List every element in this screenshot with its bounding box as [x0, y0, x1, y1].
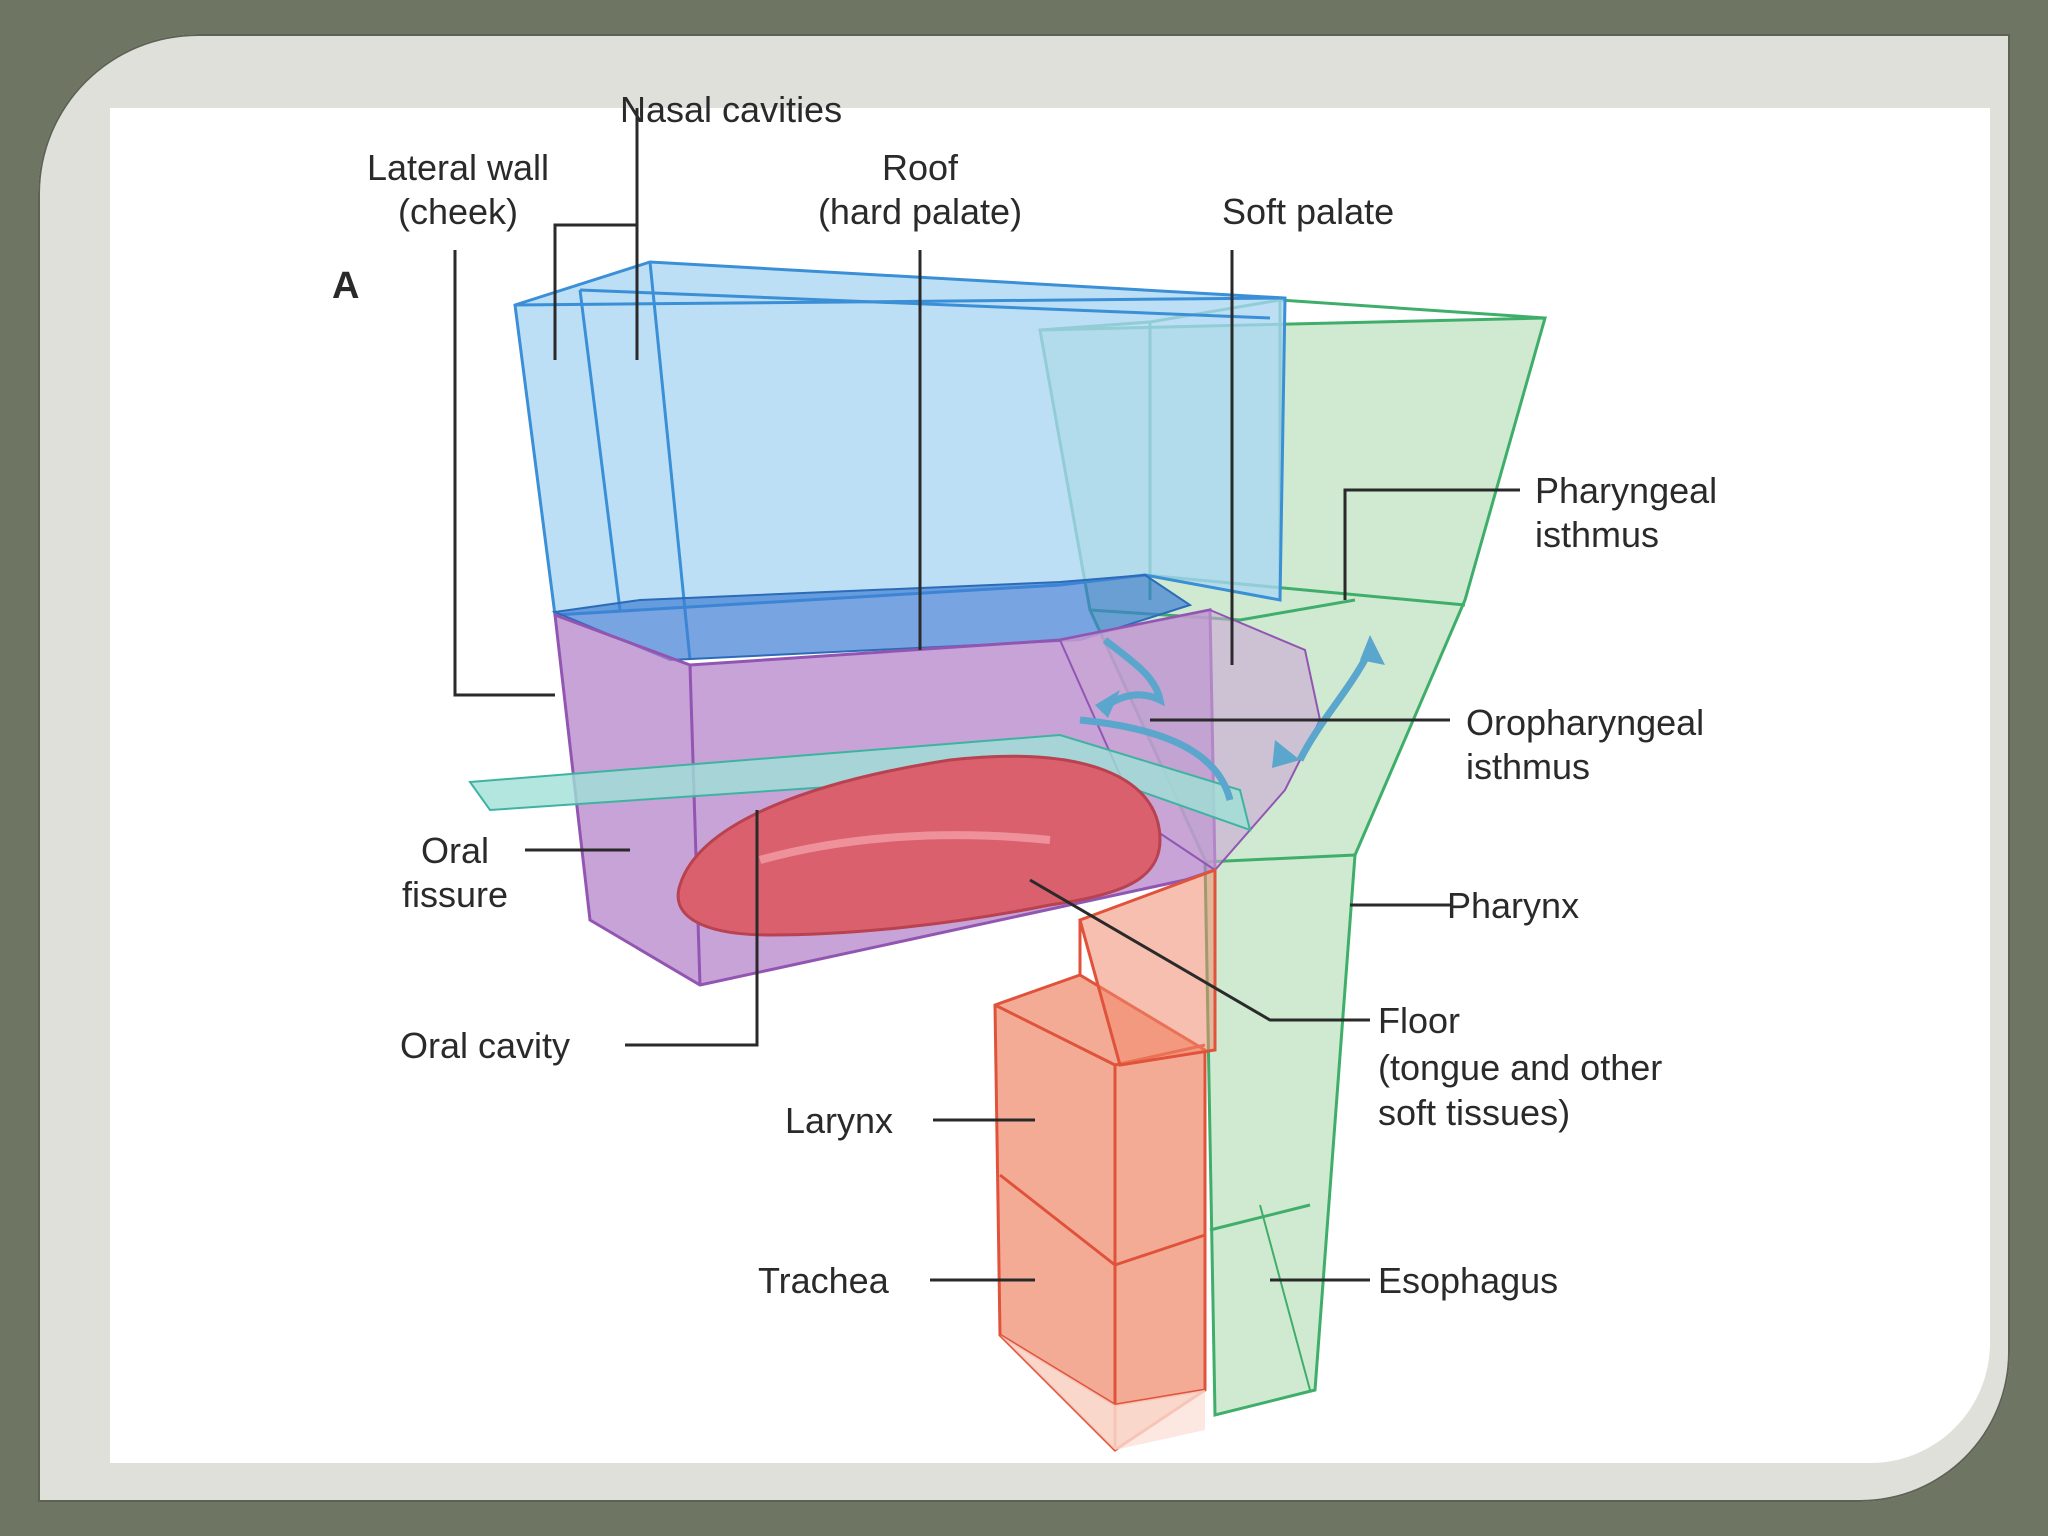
label-lateral-wall-2: (cheek)	[398, 191, 518, 232]
label-roof-2: (hard palate)	[818, 191, 1022, 232]
label-lateral-wall: Lateral wall	[367, 147, 549, 188]
label-floor-2: (tongue and other	[1378, 1047, 1662, 1088]
label-pharyngeal-isthmus-2: isthmus	[1535, 514, 1659, 555]
label-larynx: Larynx	[785, 1100, 893, 1141]
label-oropharyngeal-isthmus: Oropharyngeal	[1466, 702, 1704, 743]
airway-column	[993, 867, 1217, 1452]
leader-lines	[453, 108, 1520, 1282]
nasal-cavity-box	[513, 260, 1287, 662]
airflow-arrows	[1079, 637, 1374, 801]
label-roof: Roof	[882, 147, 959, 188]
label-oropharyngeal-isthmus-2: isthmus	[1466, 746, 1590, 787]
label-oral-cavity: Oral cavity	[400, 1025, 570, 1066]
label-floor-3: soft tissues)	[1378, 1092, 1570, 1133]
label-soft-palate: Soft palate	[1222, 191, 1394, 232]
label-oral-fissure: Oral	[421, 830, 489, 871]
label-oral-fissure-2: fissure	[402, 874, 508, 915]
label-pharyngeal-isthmus: Pharyngeal	[1535, 470, 1717, 511]
label-esophagus: Esophagus	[1378, 1260, 1558, 1301]
tongue-shape	[676, 754, 1162, 937]
label-trachea: Trachea	[758, 1260, 890, 1301]
panel-letter: A	[332, 265, 359, 307]
label-nasal-cavities: Nasal cavities	[620, 89, 842, 130]
label-pharynx: Pharynx	[1447, 885, 1579, 926]
label-floor: Floor	[1378, 1000, 1460, 1041]
